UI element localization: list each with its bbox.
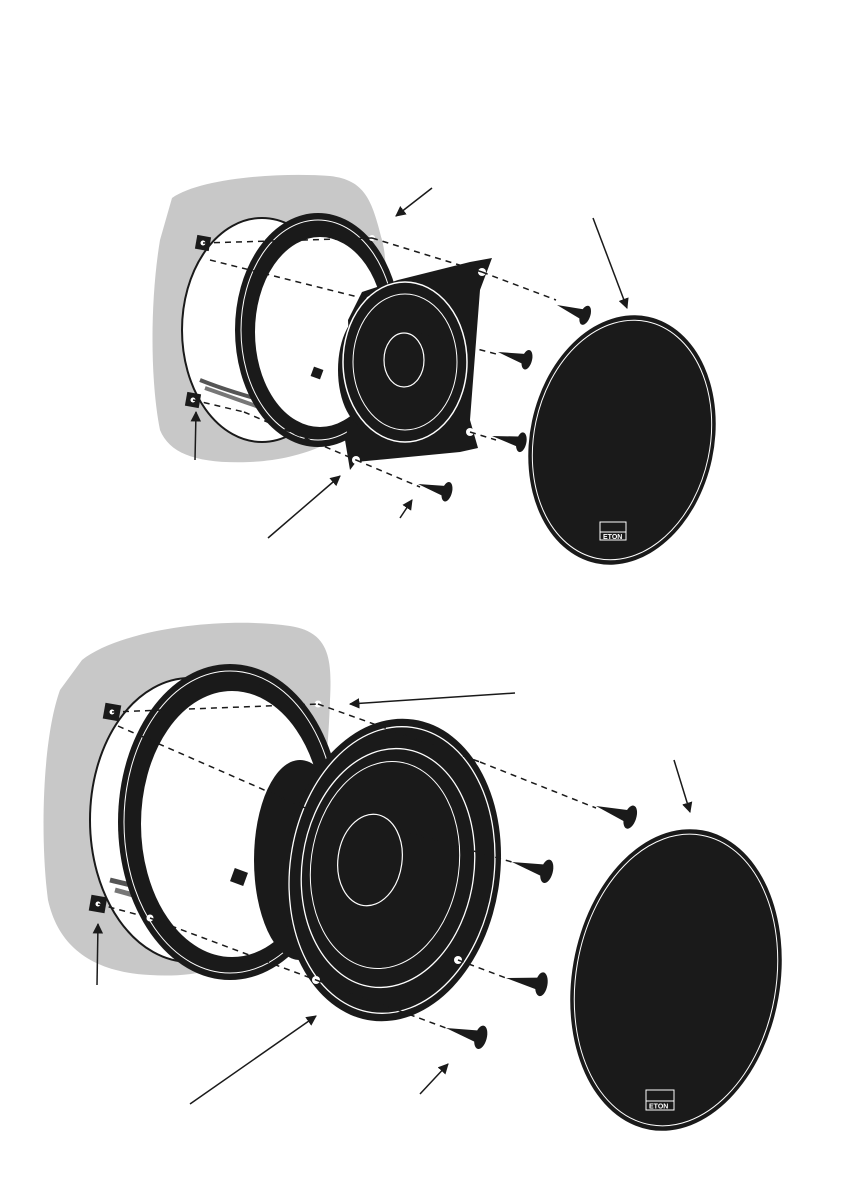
screw (495, 342, 534, 370)
svg-text:ETON: ETON (649, 1104, 668, 1111)
grille-cover: ETON (506, 298, 738, 583)
brand-logo: ETON (646, 1090, 674, 1111)
screw (443, 1016, 490, 1050)
screw (415, 474, 454, 502)
screw (509, 850, 556, 884)
diagram-small-speaker: ETON (153, 175, 739, 583)
arrow-clip (195, 412, 196, 460)
arrow-speaker (190, 1016, 316, 1104)
brand-logo: ETON (600, 522, 626, 541)
diagram-large-speaker: ETON (44, 623, 805, 1148)
arrow-screw (420, 1064, 448, 1094)
arrow-grille (593, 218, 627, 308)
screw (592, 795, 639, 831)
grille-cover: ETON (547, 812, 805, 1148)
svg-text:ETON: ETON (603, 534, 622, 541)
arrow-grille (674, 760, 690, 812)
screw (554, 296, 594, 327)
arrow-speaker (268, 476, 340, 538)
arrow-ring (396, 188, 432, 216)
arrow-screw (400, 500, 412, 518)
arrow-clip (97, 924, 98, 985)
arrow-ring (350, 693, 515, 704)
screw (504, 966, 550, 997)
